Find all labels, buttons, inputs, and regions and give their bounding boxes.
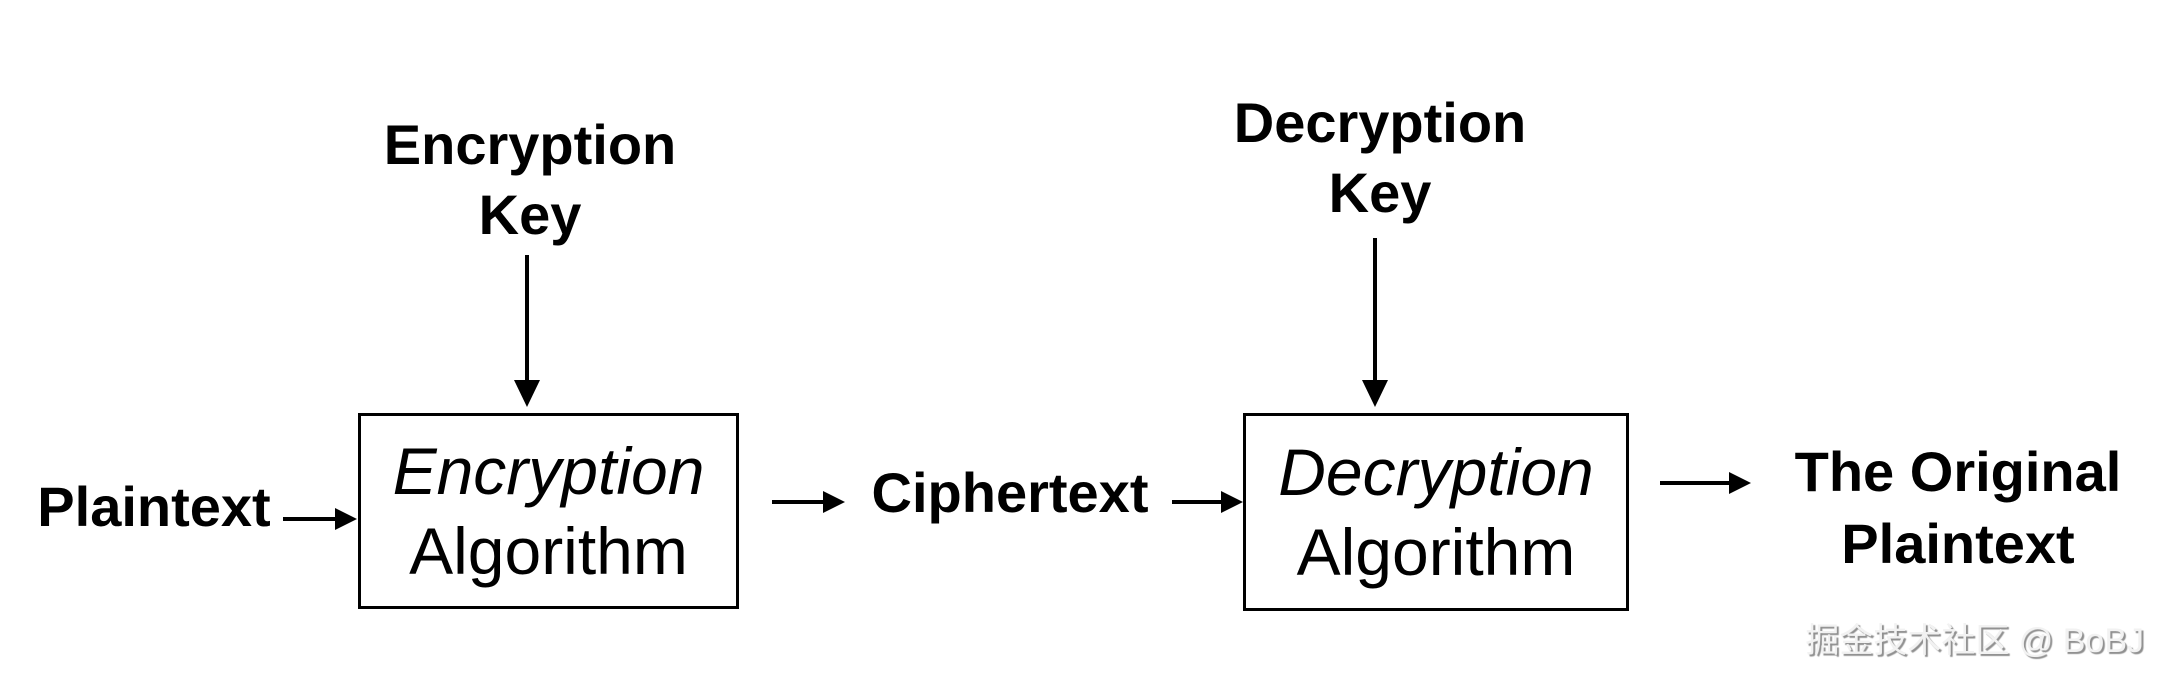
decryption-output-arrowhead-right-icon (1729, 472, 1751, 494)
decryption-key-label-line2: Key (1328, 161, 1432, 224)
decryption-key-arrow-shaft (1373, 238, 1377, 382)
decryption-box-line2: Algorithm (1296, 515, 1576, 589)
ciphertext-label: Ciphertext (871, 461, 1149, 524)
encryption-box-line2: Algorithm (409, 514, 688, 588)
encryption-key-arrow-shaft (525, 255, 529, 382)
original-plaintext-label: The Original Plaintext (1708, 436, 2160, 580)
decryption-algorithm-box: Decryption Algorithm (1243, 413, 1629, 611)
original-plaintext-label-line1: The Original (1794, 440, 2122, 503)
encryption-key-label-line2: Key (478, 183, 582, 246)
encryption-box-line1: Encryption (392, 434, 705, 508)
encryption-algorithm-box: Encryption Algorithm (358, 413, 739, 609)
encryption-key-label: Encryption Key (280, 110, 780, 250)
plaintext-label: Plaintext (37, 475, 271, 538)
plaintext-arrow-shaft (283, 517, 337, 521)
decryption-output-arrow-shaft (1660, 481, 1730, 485)
decryption-key-label-line1: Decryption (1233, 91, 1527, 154)
encryption-output-arrow-shaft (772, 500, 825, 504)
decryption-key-label: Decryption Key (1130, 88, 1630, 228)
decryption-input-arrow-shaft (1172, 500, 1223, 504)
original-plaintext-label-line2: Plaintext (1841, 512, 2075, 575)
encryption-key-arrowhead-down-icon (514, 380, 540, 407)
encryption-output-arrowhead-right-icon (823, 491, 845, 513)
decryption-key-arrowhead-down-icon (1362, 380, 1388, 407)
decryption-box-line1: Decryption (1278, 435, 1594, 509)
plaintext-arrowhead-right-icon (335, 508, 357, 530)
decryption-input-arrowhead-right-icon (1221, 491, 1243, 513)
watermark: 掘金技术社区 @ BoBJ (1805, 622, 2144, 660)
encryption-key-label-line1: Encryption (383, 113, 677, 176)
